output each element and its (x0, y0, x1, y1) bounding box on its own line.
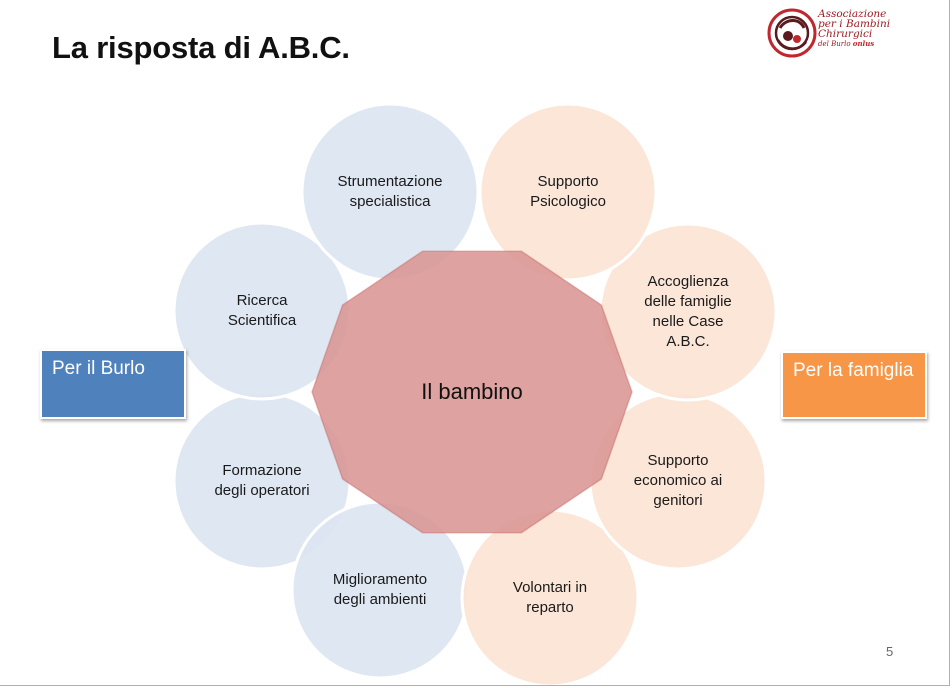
petal-label-line: Accoglienza (647, 273, 729, 290)
petal-label-line: Supporto (647, 452, 709, 469)
petal-label-line: Psicologico (530, 193, 606, 210)
logo-mark-icon (767, 8, 817, 58)
petal-label-line: delle famiglie (644, 293, 732, 310)
petal-label: Formazione degli operatori (214, 461, 309, 501)
petal-label-line: Scientifica (227, 312, 297, 329)
logo-text: Associazione per i Bambini Chirurgici de… (818, 9, 890, 49)
petal-label-line: A.B.C. (666, 333, 710, 350)
petal-label-line: Miglioramento (332, 571, 428, 588)
petal-label-line: Formazione (222, 462, 302, 479)
petal-label-line: Ricerca (236, 292, 288, 309)
petal-label: Miglioramento degli ambienti (333, 570, 427, 610)
logo-line: per i Bambini (818, 18, 891, 30)
petal-label-line: degli ambienti (333, 591, 427, 608)
per-la-famiglia-label: Per la famiglia (793, 360, 914, 381)
per-la-famiglia-box: Per la famiglia (781, 351, 927, 419)
center-label: Il bambino (421, 379, 523, 404)
per-il-burlo-label: Per il Burlo (52, 358, 145, 379)
petal-label-line: reparto (526, 599, 574, 616)
per-il-burlo-box: Per il Burlo (40, 349, 186, 419)
petal-circle-famiglia (478, 102, 658, 282)
center-shape (311, 250, 633, 534)
logo-line: del Burlo onlus (818, 39, 875, 48)
petal-label-line: nelle Case (652, 313, 724, 330)
petal-label: Strumentazione specialistica (337, 172, 442, 212)
petal-label: Volontari in reparto (513, 578, 587, 618)
petal-label-line: Strumentazione (337, 173, 443, 190)
association-logo: Associazione per i Bambini Chirurgici de… (766, 6, 894, 60)
petal-label-line: economico ai (633, 472, 723, 489)
slide-title: La risposta di A.B.C. (52, 30, 350, 65)
logo-line: Associazione (818, 8, 887, 20)
petal-label-line: specialistica (349, 193, 431, 210)
page-number: 5 (886, 644, 894, 659)
petal-label-line: degli operatori (214, 482, 310, 499)
petal-label-line: Volontari in (512, 579, 588, 596)
petal-label: Supporto economico ai genitori (634, 451, 722, 511)
petal-label-line: genitori (653, 492, 703, 509)
logo-line: Chirurgici (818, 28, 873, 40)
petal-label-line: Supporto (537, 173, 599, 190)
